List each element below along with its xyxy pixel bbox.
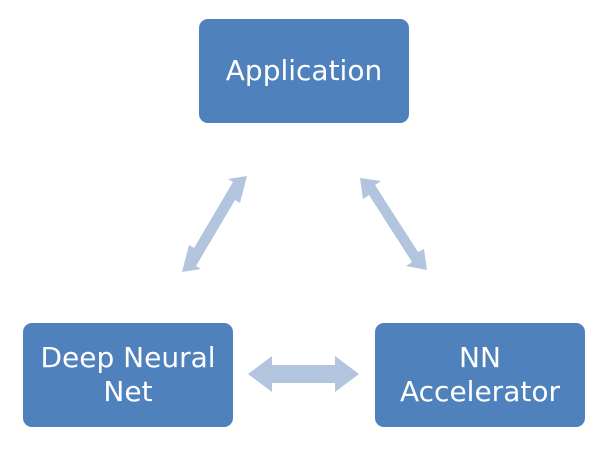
application-node: Application [199, 19, 409, 123]
nn-accelerator-node: NN Accelerator [375, 323, 585, 427]
nn-accelerator-label: NN Accelerator [400, 341, 560, 408]
arrow-deep-neural-net-nn-accelerator [248, 356, 359, 392]
arrow-application-nn-accelerator [360, 178, 427, 270]
arrow-application-deep-neural-net [182, 176, 247, 272]
deep-neural-net-node: Deep Neural Net [23, 323, 233, 427]
deep-neural-net-label: Deep Neural Net [40, 341, 216, 408]
application-label: Application [225, 54, 383, 87]
